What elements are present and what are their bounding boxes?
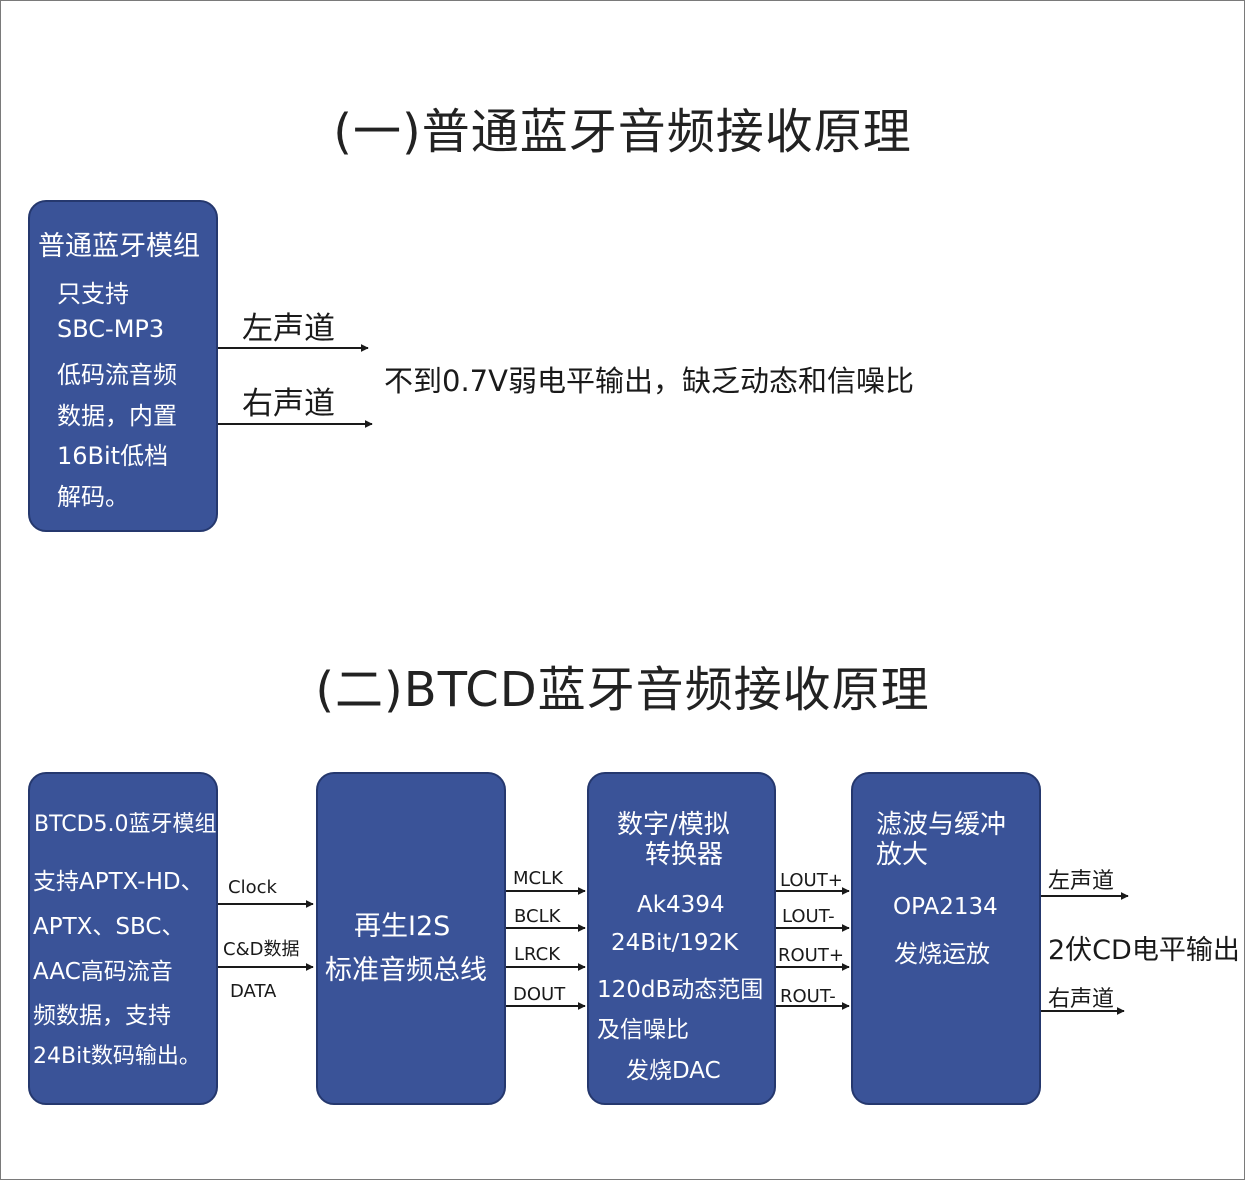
amp-box: 滤波与缓冲 放大 OPA2134 发烧运放: [851, 772, 1041, 1105]
btcd-module-line: 频数据，支持: [33, 1003, 171, 1029]
basic-bt-module-line: SBC-MP3: [57, 315, 165, 343]
section2-left-channel-label: 左声道: [1048, 869, 1115, 894]
basic-bt-module-line: 低码流音频: [57, 361, 177, 389]
btcd-module-line: 24Bit数码输出。: [33, 1044, 201, 1069]
btcd-module-line: APTX、SBC、: [33, 914, 185, 940]
i2s-bus-line1: 再生I2S: [354, 911, 451, 942]
amp-title-line2: 放大: [876, 840, 929, 870]
basic-bt-module-line: 解码。: [57, 483, 129, 511]
amp-title-line1: 滤波与缓冲: [876, 810, 1007, 840]
dac-snr-label: 及信噪比: [597, 1017, 689, 1043]
basic-bt-module-line: 16Bit低档: [57, 442, 169, 470]
cd-data-signal-label: C&D数据: [223, 939, 300, 960]
dac-chip-label: Ak4394: [637, 892, 725, 918]
section1-right-channel-label: 右声道: [242, 386, 335, 422]
btcd-module-line: AAC高码流音: [33, 959, 173, 985]
lout-minus-label: LOUT-: [782, 906, 835, 927]
dac-range-label: 120dB动态范围: [597, 977, 764, 1003]
data-signal-label: DATA: [230, 981, 277, 1002]
clock-signal-label: Clock: [228, 877, 277, 898]
dac-title-line2: 转换器: [645, 840, 724, 870]
mclk-signal-label: MCLK: [513, 868, 563, 889]
amp-chip-label: OPA2134: [893, 894, 998, 920]
lout-plus-label: LOUT+: [780, 870, 843, 891]
dac-box: 数字/模拟 转换器 Ak4394 24Bit/192K 120dB动态范围 及信…: [587, 772, 776, 1105]
dac-spec-label: 24Bit/192K: [611, 930, 739, 956]
section2-title: (二)BTCD蓝牙音频接收原理: [315, 662, 930, 718]
rout-minus-label: ROUT-: [780, 986, 836, 1007]
bclk-signal-label: BCLK: [514, 906, 561, 927]
btcd-module-box: BTCD5.0蓝牙模组 支持APTX-HD、 APTX、SBC、 AAC高码流音…: [28, 772, 218, 1105]
amp-type-label: 发烧运放: [894, 940, 990, 968]
dac-title-line1: 数字/模拟: [617, 810, 730, 840]
dac-type-label: 发烧DAC: [626, 1058, 721, 1084]
i2s-bus-line2: 标准音频总线: [325, 955, 487, 986]
section1-output-note: 不到0.7V弱电平输出，缺乏动态和信噪比: [384, 364, 914, 398]
basic-bt-module-heading: 普通蓝牙模组: [38, 231, 200, 262]
btcd-module-line: 支持APTX-HD、: [33, 869, 204, 895]
section1-left-channel-label: 左声道: [242, 311, 335, 347]
section1-title: (一)普通蓝牙音频接收原理: [333, 104, 912, 160]
lrck-signal-label: LRCK: [514, 944, 561, 965]
basic-bt-module-line: 数据，内置: [57, 402, 177, 430]
basic-bt-module-box: 普通蓝牙模组 只支持 SBC-MP3 低码流音频 数据，内置 16Bit低档 解…: [28, 200, 218, 532]
dout-signal-label: DOUT: [513, 984, 566, 1005]
rout-plus-label: ROUT+: [778, 945, 844, 966]
btcd-module-heading: BTCD5.0蓝牙模组: [34, 812, 217, 837]
section2-output-note: 2伏CD电平输出: [1048, 935, 1240, 966]
basic-bt-module-line: 只支持: [57, 280, 129, 308]
section2-right-channel-label: 右声道: [1048, 987, 1115, 1012]
i2s-bus-box: 再生I2S 标准音频总线: [316, 772, 506, 1105]
